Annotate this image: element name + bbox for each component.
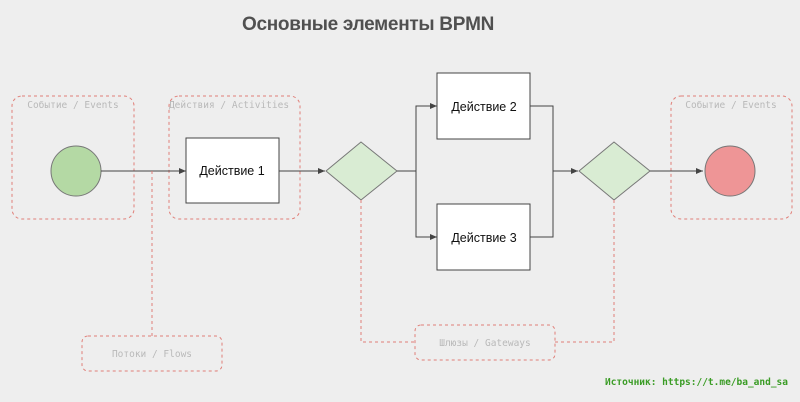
activities-group [168, 95, 301, 220]
flows-annotation-box [81, 335, 223, 372]
activities-group-label: Действия / Activities [169, 100, 289, 111]
end-events-group [670, 95, 793, 220]
task-3[interactable] [436, 203, 531, 271]
task-1-label: Действие 1 [199, 164, 264, 178]
start-event-circle[interactable] [50, 145, 102, 197]
task-1[interactable] [185, 137, 280, 204]
gateways-annotation-connector-left [360, 200, 415, 343]
gateway-merge[interactable] [578, 141, 651, 201]
flow-task2-to-merge [530, 105, 554, 171]
task-2[interactable] [436, 72, 531, 140]
gateways-annotation-box [414, 324, 556, 361]
diagram-title: Основные элементы BPMN [241, 14, 495, 35]
gateways-annotation-connector-right [555, 200, 615, 343]
flow-gateway1-to-task3 [415, 171, 437, 240]
flows-annotation-label: Потоки / Flows [112, 349, 192, 360]
start-events-group [11, 95, 135, 220]
task-2-label: Действие 2 [451, 100, 516, 114]
flow-gateway1-to-task2 [415, 103, 437, 171]
gateway-split[interactable] [325, 141, 398, 201]
end-events-group-label: Событие / Events [685, 100, 777, 111]
end-event-circle[interactable] [704, 145, 756, 197]
source-credit: Источник: https://t.me/ba_and_sa [604, 377, 788, 388]
start-events-group-label: Событие / Events [27, 100, 119, 111]
task-3-label: Действие 3 [451, 231, 516, 245]
flow-task3-to-merge [530, 171, 554, 238]
gateways-annotation-label: Шлюзы / Gateways [439, 338, 531, 349]
